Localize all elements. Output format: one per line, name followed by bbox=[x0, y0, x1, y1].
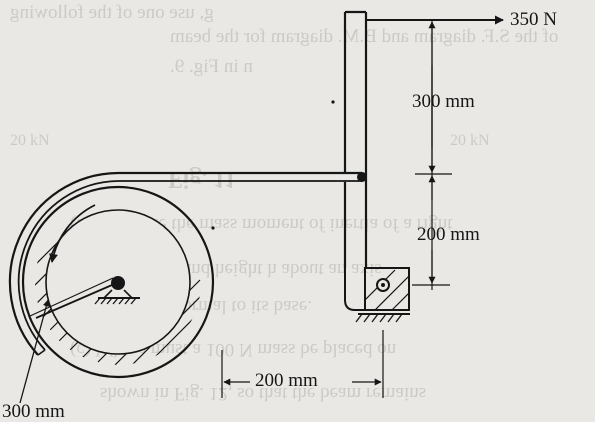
bleed-line-5: 20 kN bbox=[450, 132, 490, 149]
rotation-arrow bbox=[49, 204, 96, 263]
radius-line bbox=[35, 284, 113, 319]
horizontal-dimension-label: 200 mm bbox=[255, 370, 318, 391]
radius-dimension-label: 300 mm bbox=[2, 401, 65, 422]
radius-dimension-line bbox=[19, 299, 50, 404]
wheel-outer-rim bbox=[21, 185, 215, 379]
lever-pivot-bracket bbox=[364, 267, 410, 311]
wheel-inner-circle bbox=[45, 209, 191, 355]
band-attachment-pin bbox=[357, 172, 367, 182]
bleed-line-4: 20 kN bbox=[10, 132, 50, 149]
brake-band-inner bbox=[17, 180, 362, 351]
lower-arm-dimension-label: 200 mm bbox=[417, 224, 480, 245]
brake-band-outer bbox=[8, 171, 362, 356]
force-label: 350 N bbox=[510, 9, 557, 30]
hub-pivot bbox=[111, 276, 125, 290]
upper-arm-dimension-label: 300 mm bbox=[412, 91, 475, 112]
